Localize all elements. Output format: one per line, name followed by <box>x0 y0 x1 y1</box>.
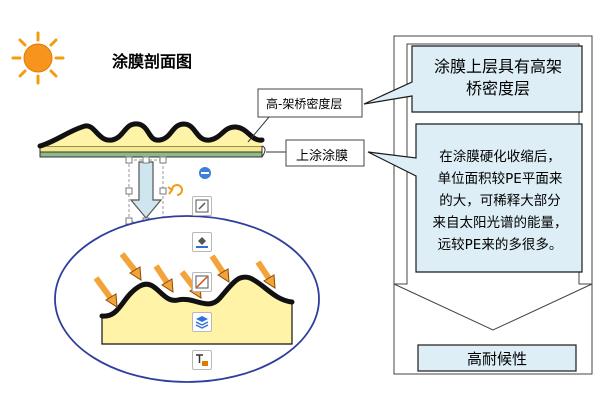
magnified-coating <box>99 274 295 345</box>
callout-body-line-2: 单位面积较PE平面来 <box>437 171 563 187</box>
sun-icon <box>11 31 65 85</box>
callout-body-line-4: 来自太阳光谱的能量， <box>432 215 568 231</box>
layers-icon <box>195 316 209 329</box>
callout-top-line-1: 涂膜上层具有高架 <box>433 57 562 76</box>
text-edit-icon <box>196 354 208 366</box>
text-edit-button[interactable] <box>192 350 212 370</box>
down-arrow-selected[interactable] <box>125 156 183 225</box>
topcoat-label-box <box>285 139 365 167</box>
result-label: 高耐候性 <box>466 350 527 368</box>
line-style-icon <box>195 275 209 289</box>
callout-top-text: 涂膜上层具有高架 桥密度层 <box>414 56 582 100</box>
coating-cross-section <box>37 121 266 158</box>
high-density-label-box <box>257 88 363 118</box>
line-style-button[interactable] <box>192 272 212 292</box>
layers-button[interactable] <box>192 312 212 332</box>
callout-body-line-3: 的大，可稀释大部分 <box>439 193 561 209</box>
high-density-label: 高-架桥密度层 <box>266 97 343 111</box>
callout-body <box>367 123 583 273</box>
edit-shape-icon <box>195 199 209 213</box>
fill-bucket-icon <box>196 237 208 248</box>
callout-top-line-2: 桥密度层 <box>465 79 530 98</box>
callout-body-text: 在涂膜硬化收缩后， 单位面积较PE平面来 的大，可稀释大部分 来自太阳光谱的能量… <box>418 146 582 256</box>
callout-top <box>363 45 583 113</box>
edit-shape-button[interactable] <box>192 196 212 216</box>
result-box <box>417 344 577 372</box>
diagram-title: 涂膜剖面图 <box>112 52 193 71</box>
callout-body-line-5: 远较PE来的多很多。 <box>437 237 563 253</box>
topcoat-label: 上涂涂膜 <box>296 149 349 164</box>
fill-button[interactable] <box>192 232 212 252</box>
collapse-circle-icon[interactable] <box>199 167 211 179</box>
callout-body-line-1: 在涂膜硬化收缩后， <box>439 149 561 165</box>
